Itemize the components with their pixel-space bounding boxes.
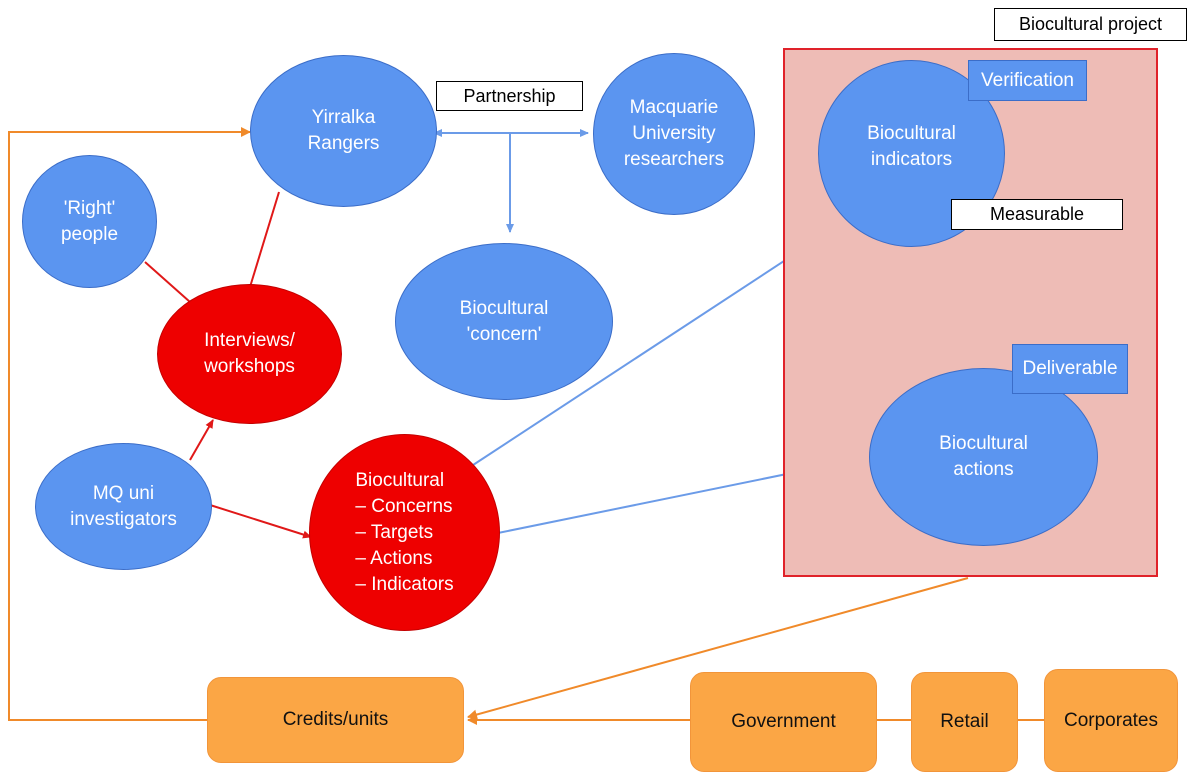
mq-investigators-node: MQ uni investigators — [35, 443, 212, 570]
node-text: Interviews/ — [204, 330, 295, 351]
corporates-box: Corporates — [1044, 669, 1178, 772]
node-text: people — [60, 223, 119, 245]
measurable-label: Measurable — [951, 199, 1123, 230]
list-item: – Targets — [355, 521, 434, 543]
right-people-node: 'Right' people — [22, 155, 157, 288]
node-text: actions — [953, 459, 1014, 480]
list-item: – Actions — [355, 547, 433, 569]
biocultural-list-node: Biocultural – Concerns – Targets – Actio… — [309, 434, 500, 631]
verification-tag: Verification — [968, 60, 1087, 101]
credits-to-yirralka-connector — [8, 127, 251, 721]
list-title: Biocultural — [355, 469, 445, 491]
interviews-workshops-node: Interviews/workshops — [157, 284, 342, 424]
node-text: 'Right' — [63, 197, 116, 219]
credits-units-box: Credits/units — [207, 677, 464, 763]
node-text: workshops — [204, 356, 295, 377]
biocultural-project-label: Biocultural project — [994, 8, 1187, 41]
government-box: Government — [690, 672, 877, 772]
retail-box: Retail — [911, 672, 1018, 772]
mq-to-interviews-connector — [189, 419, 214, 461]
project-to-credits-connector — [467, 577, 969, 720]
node-text: MQ uni — [92, 482, 155, 504]
node-text: researchers — [623, 149, 725, 170]
node-text: Biocultural — [867, 122, 956, 144]
node-text: Biocultural — [939, 433, 1028, 454]
partnership-label: Partnership — [436, 81, 583, 111]
node-text: Macquarie — [629, 97, 719, 118]
mq-to-biocultural-list-connector — [209, 504, 312, 539]
interviews-to-yirralka-connector — [249, 191, 280, 288]
deliverable-tag: Deliverable — [1012, 344, 1128, 394]
node-text: Rangers — [307, 133, 380, 154]
node-text: indicators — [870, 148, 953, 170]
node-text: Yirralka — [311, 107, 376, 128]
node-text: Biocultural — [459, 297, 549, 319]
biocultural-concern-node: Biocultural 'concern' — [395, 243, 613, 400]
node-text: investigators — [70, 508, 177, 530]
list-item: – Concerns — [355, 495, 453, 517]
biocultural-actions-node: Biocultural actions — [869, 368, 1098, 546]
node-text: 'concern' — [466, 323, 542, 345]
node-text: University — [632, 123, 716, 144]
list-item: – Indicators — [355, 573, 454, 595]
right-people-to-interviews-connector — [144, 261, 191, 303]
